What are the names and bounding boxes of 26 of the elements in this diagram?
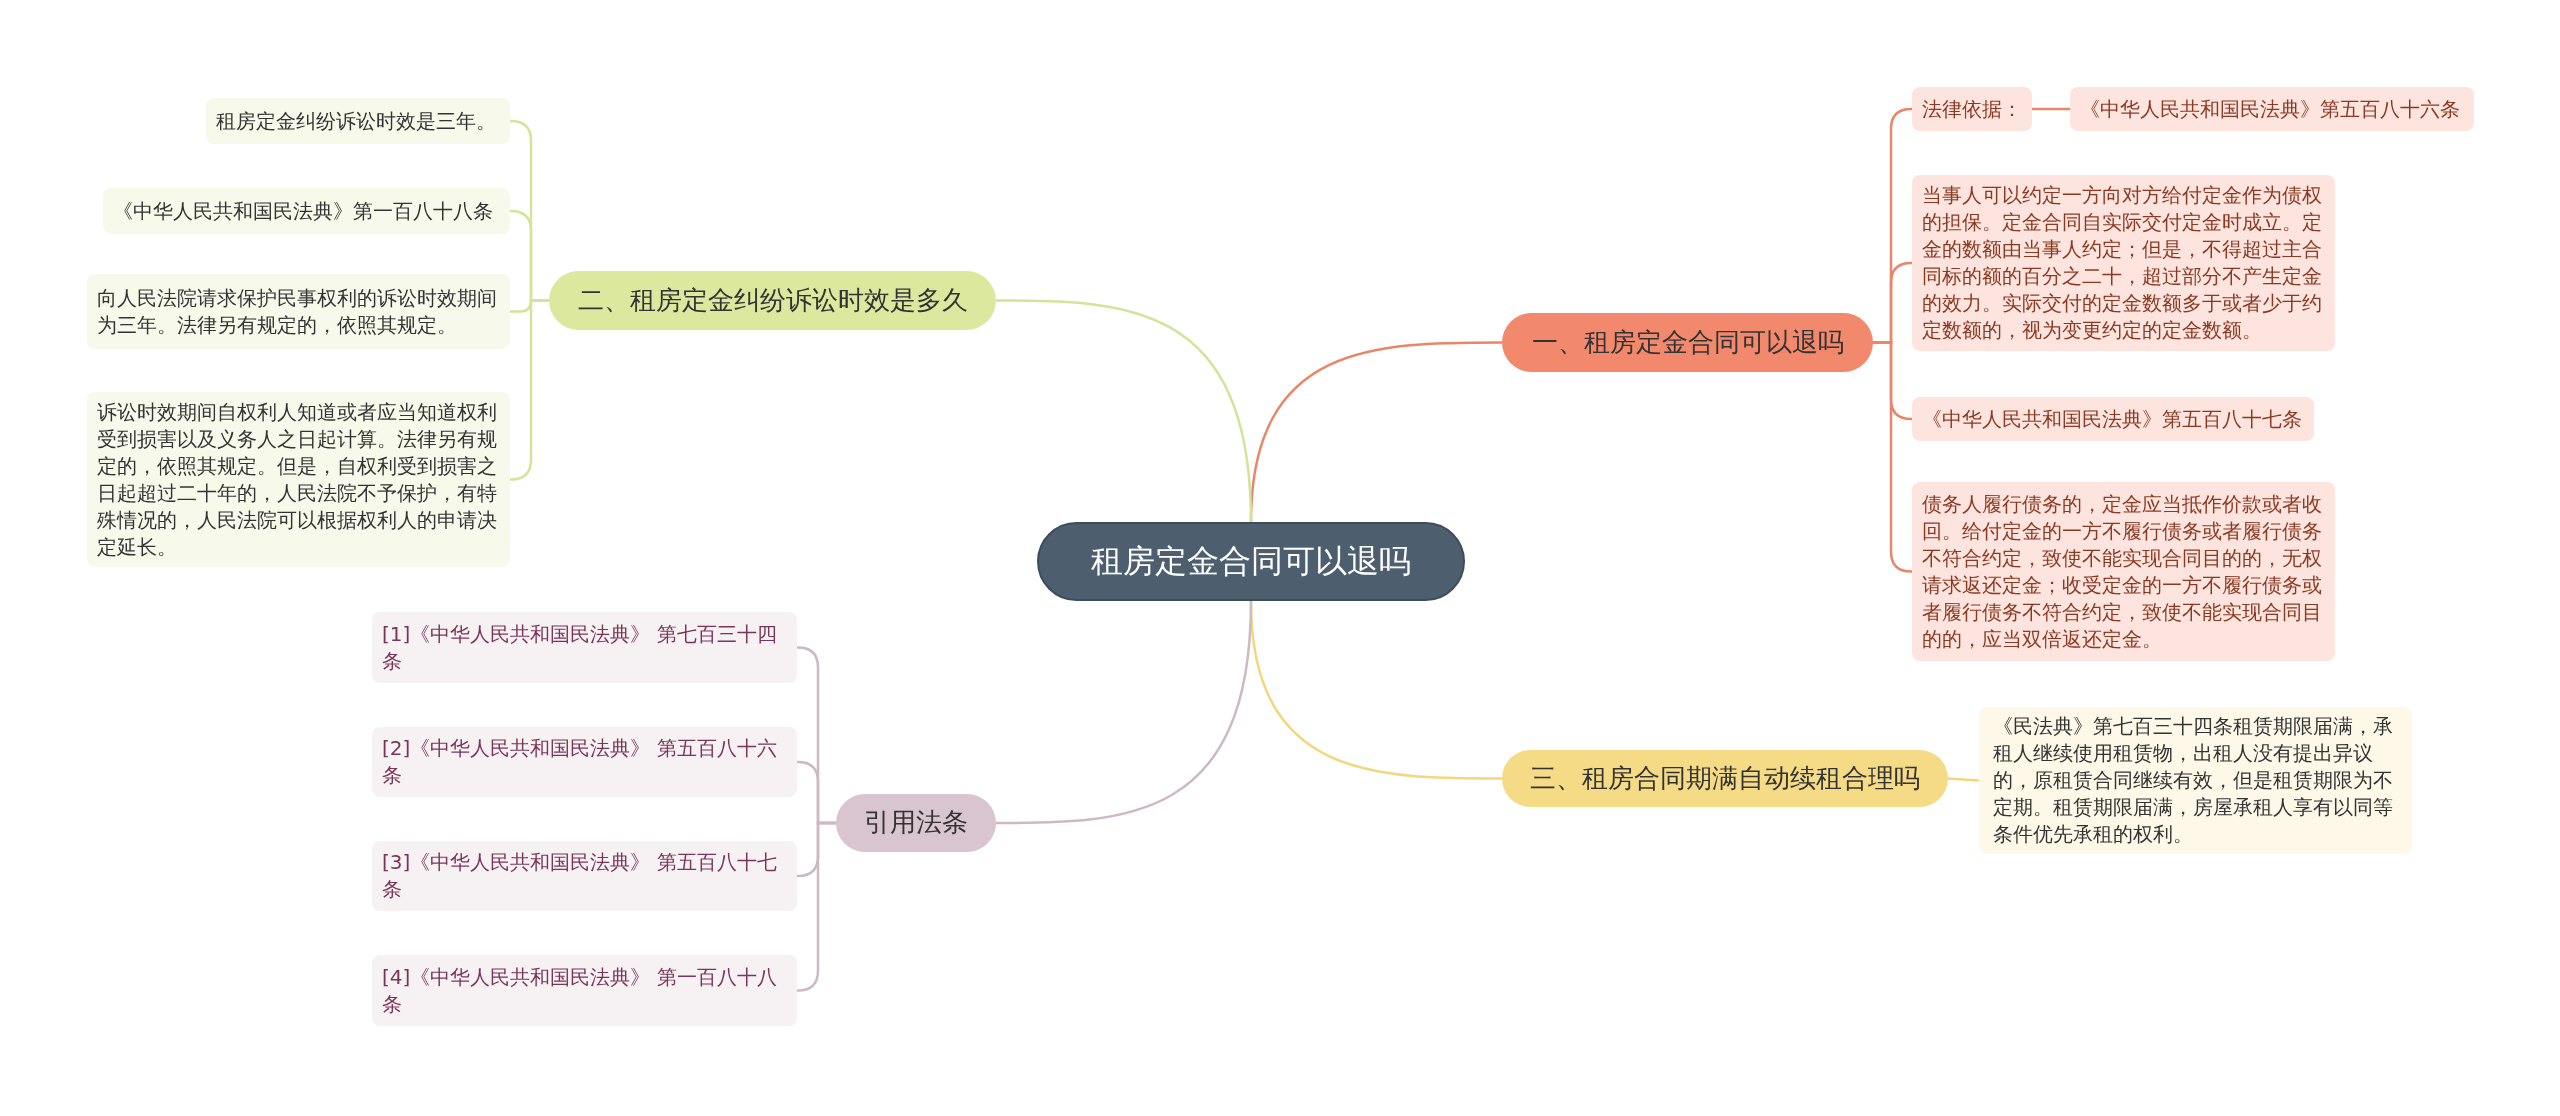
branch-topic: 二、租房定金纠纷诉讼时效是多久 xyxy=(549,271,996,330)
connector-line xyxy=(1947,777,1980,782)
text-card: [2]《中华人民共和国民法典》 第五百八十六条 xyxy=(372,727,797,797)
branch-topic: 引用法条 xyxy=(836,794,996,852)
branch-topic: 三、租房合同期满自动续租合理吗 xyxy=(1502,750,1948,807)
text-card: 当事人可以约定一方向对方给付定金作为债权的担保。定金合同自实际交付定金时成立。定金的数额由当事人约定；但是，不得超过主合同标的额的百分之二十，超过部分不产生定金的效力。实际交付的定金数额多于或者少于约定数额的，视为变更约定的定金数额。 xyxy=(1912,175,2335,351)
text-card: 向人民法院请求保护民事权利的诉讼时效期间为三年。法律另有规定的，依照其规定。 xyxy=(87,274,510,349)
text-card: 《民法典》第七百三十四条租赁期限届满，承租人继续使用租赁物，出租人没有提出异议的，原租赁合同继续有效，但是租赁期限为不定期。租赁期限届满，房屋承租人享有以同等条件优先承租的权利。 xyxy=(1979,707,2412,854)
branch-topic: 一、租房定金合同可以退吗 xyxy=(1502,313,1873,372)
text-card: 法律依据： xyxy=(1912,87,2032,131)
connector-line xyxy=(996,600,1253,825)
connector-line xyxy=(796,821,836,992)
text-card: 《中华人民共和国民法典》第五百八十六条 xyxy=(2070,87,2474,131)
text-card: 债务人履行债务的，定金应当抵作价款或者收回。给付定金的一方不履行债务或者履行债务不符合约定，致使不能实现合同目的的，无权请求返还定金；收受定金的一方不履行债务或者履行债务不符合约定，致使不能实现合同目的的，应当双倍返还定金。 xyxy=(1912,482,2335,661)
text-card: [3]《中华人民共和国民法典》 第五百八十七条 xyxy=(372,841,797,911)
connector-line xyxy=(1873,341,1913,573)
text-card: 租房定金纠纷诉讼时效是三年。 xyxy=(206,98,510,144)
connector-line xyxy=(509,299,549,481)
text-card: 《中华人民共和国民法典》第一百八十八条 xyxy=(103,188,510,234)
central-topic: 租房定金合同可以退吗 xyxy=(1037,522,1465,601)
text-card: 《中华人民共和国民法典》第五百八十七条 xyxy=(1912,397,2314,441)
connector-line xyxy=(996,299,1253,523)
text-card: [1]《中华人民共和国民法典》 第七百三十四条 xyxy=(372,612,797,683)
text-card: [4]《中华人民共和国民法典》 第一百八十八条 xyxy=(372,955,797,1026)
connector-line xyxy=(2032,107,2070,111)
text-card: 诉讼时效期间自权利人知道或者应当知道权利受到损害以及义务人之日起计算。法律另有规定的，依照其规定。但是，自权利受到损害之日起超过二十年的，人民法院不予保护，有特殊情况的，人民法院可以根据权利人的申请决定延长。 xyxy=(87,392,510,567)
